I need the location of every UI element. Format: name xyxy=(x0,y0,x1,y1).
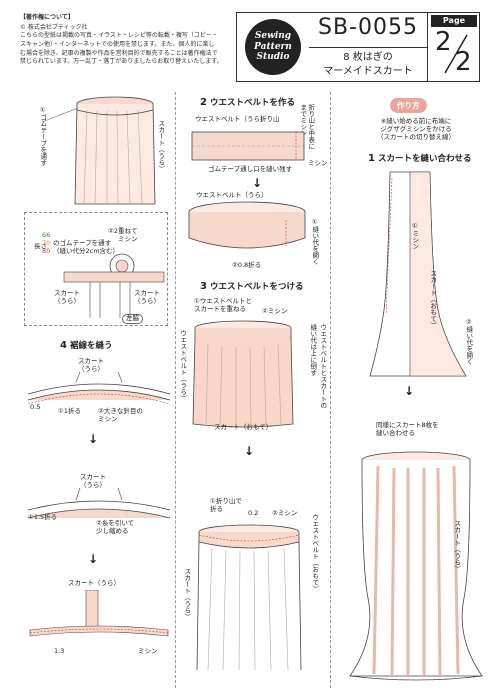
label-fold-line: 折り山 xyxy=(260,115,280,123)
label-skirt-front: スカート（おもて） xyxy=(214,423,273,431)
label-hem2-pull: ②糸を引いて 少し縮める xyxy=(96,519,135,535)
label-overlap-belt: ①ウエストベルトと スカートを重ねる xyxy=(194,297,252,313)
label-panel-skirt: スカート（おもて） xyxy=(428,270,437,329)
prep-note: ※縫い始める前に布端に ジグザグミシンをかける （スカートの切り替え線） xyxy=(377,117,455,141)
copyright-notice: 【著作権について】 © 株式会社ブティック社 こちらの型紙は掲載の写真・イラスト… xyxy=(20,14,232,67)
column-divider xyxy=(330,92,331,688)
divider xyxy=(427,13,428,81)
label-skirt-back: スカート（うら） xyxy=(156,120,165,172)
skirt-waist-illustration xyxy=(41,96,156,205)
label-open-seam: ①縫い代を開く xyxy=(310,218,319,265)
hem3-illustration xyxy=(29,590,169,637)
section-4-title: 4 裾線を縫う xyxy=(60,340,113,351)
label-sew-square: 折り山と中表に xyxy=(306,104,315,150)
label-rubber: のゴムテープを通す xyxy=(53,239,112,247)
copyright-line: こちらの型紙は掲載の写真・イラスト・レシピ等の転載・複写（コピー・ xyxy=(20,32,218,40)
label-final-skirt: スカート（うら） xyxy=(182,568,191,620)
copyright-line: © 株式会社ブティック社 xyxy=(20,23,88,31)
hem2-illustration xyxy=(27,488,171,519)
skirt-panel-illustration xyxy=(369,171,467,377)
label-join-8: 同様にスカート8枚を 縫い合わせる xyxy=(376,421,439,437)
label-attach-sewing: ②ミシン xyxy=(262,307,288,315)
label-fold-on-line: ①折り山で 折る xyxy=(210,497,242,513)
section-1-title: 1 スカートを縫い合わせる xyxy=(368,153,472,164)
pattern-code: SB-0055 xyxy=(318,15,418,40)
label-elastic: ①ゴムテープを通す xyxy=(38,106,47,166)
label-hem3-measure: 1.3 xyxy=(54,647,65,655)
page-indicator: Page 2 2 xyxy=(431,15,477,79)
label-sewing: ミシン xyxy=(118,235,138,243)
brand-logo: Sewing Pattern Studio xyxy=(245,19,301,75)
copyright-line: 禁じられています。万一乱丁・落丁がありましたらお取り替えいたします。 xyxy=(20,58,223,66)
instructions-badge: 作り方 xyxy=(390,98,427,113)
arrow-down-icon: ↓ xyxy=(88,552,99,566)
copyright-heading: 【著作権について】 xyxy=(20,14,74,21)
label-belt-back-2: ウエストベルト（うら） xyxy=(196,191,268,199)
label-skirt-full: スカート（うら） xyxy=(452,520,461,572)
label-rubber-note: （縫い代分2cm含む） xyxy=(53,247,120,255)
page-total: 2 xyxy=(455,47,472,77)
label-seam-up-2: 縫い代は上に倒す xyxy=(308,324,317,376)
elastic-illustration xyxy=(63,253,165,318)
label-hem1-measure: 0.5 xyxy=(30,403,41,411)
label-hem2-skirt: スカート （うら） xyxy=(80,473,106,489)
arrow-down-icon: ↓ xyxy=(404,384,415,398)
label-size-66: 66 xyxy=(42,231,51,239)
label-measure: 長さ xyxy=(34,242,47,250)
label-rubber-opening: ゴムテープ通し口を縫い残す xyxy=(208,165,293,173)
section-2-title: 2 ウエストベルトを作る xyxy=(200,97,295,108)
copyright-line: スキャン他）・インターネットでの使用を禁じます。また、個人的に楽し xyxy=(20,41,215,49)
skirt-final-illustration xyxy=(196,524,302,671)
label-belt-side: ウエストベルト（うら） xyxy=(178,330,187,402)
label-hem3-skirt: スカート（うら） xyxy=(68,579,120,587)
label-overlap: ②2重ねて xyxy=(108,227,138,235)
label-skirt-left: スカート （うら） xyxy=(54,289,80,305)
label-size-80: 80 xyxy=(42,247,51,255)
label-hem1-stitch: ②大きな針目の ミシン xyxy=(98,407,143,423)
belt-loop-illustration xyxy=(188,201,306,249)
arrow-down-icon: ↓ xyxy=(88,432,99,446)
page-label: Page xyxy=(431,15,477,27)
column-divider xyxy=(175,92,176,688)
elastic-detail-box xyxy=(24,212,168,326)
label-belt-front: ウエストベルト（おもて） xyxy=(310,514,319,592)
copyright-line: む場合を除き、記事の複製や作品を営利目的で販売することは著作権法で xyxy=(20,49,218,57)
label-skirt-right: スカート （うら） xyxy=(134,289,160,305)
label-hem3-sewing: ミシン xyxy=(138,647,158,655)
label-hem1-skirt: スカート （うら） xyxy=(78,357,104,373)
label-panel-open: ②縫い代を開く xyxy=(464,318,473,365)
page-slash xyxy=(444,34,468,74)
label-hem2-fold: ①1.5折る xyxy=(28,513,58,521)
label-hem1-fold: ①1折る xyxy=(58,407,81,415)
arrow-down-icon: ↓ xyxy=(252,176,263,190)
skirt-full-illustration xyxy=(349,451,483,681)
label-attach2-sewing: ②ミシン xyxy=(272,509,298,517)
section-3-title: 3 ウエストベルトをつける xyxy=(200,281,304,292)
label-02: 0.2 xyxy=(248,509,259,517)
label-size-70: 70 xyxy=(42,239,51,247)
label-left-side: 左脇 xyxy=(122,314,143,324)
hem1-illustration xyxy=(27,372,171,405)
label-fold-08: ②0.8折る xyxy=(232,261,262,269)
label-sew-square-2: までミシン xyxy=(298,104,307,137)
page-current: 2 xyxy=(435,27,452,57)
pattern-title: 8 枚はぎの マーメイドスカート xyxy=(323,52,413,77)
label-seam-up: ウエストベルトとスカートの xyxy=(318,324,327,409)
label-belt-sewing: ミシン xyxy=(308,159,328,167)
belt-flat-illustration xyxy=(191,131,305,161)
arrow-down-icon: ↓ xyxy=(244,444,255,458)
skirt-attach-illustration xyxy=(192,320,294,429)
pattern-header: Sewing Pattern Studio SB-0055 8 枚はぎの マーメ… xyxy=(236,12,480,82)
label-panel-sewing: ①ミシン xyxy=(410,222,419,250)
divider xyxy=(309,47,427,48)
label-belt-back: ウエストベルト（うら） xyxy=(195,115,267,123)
